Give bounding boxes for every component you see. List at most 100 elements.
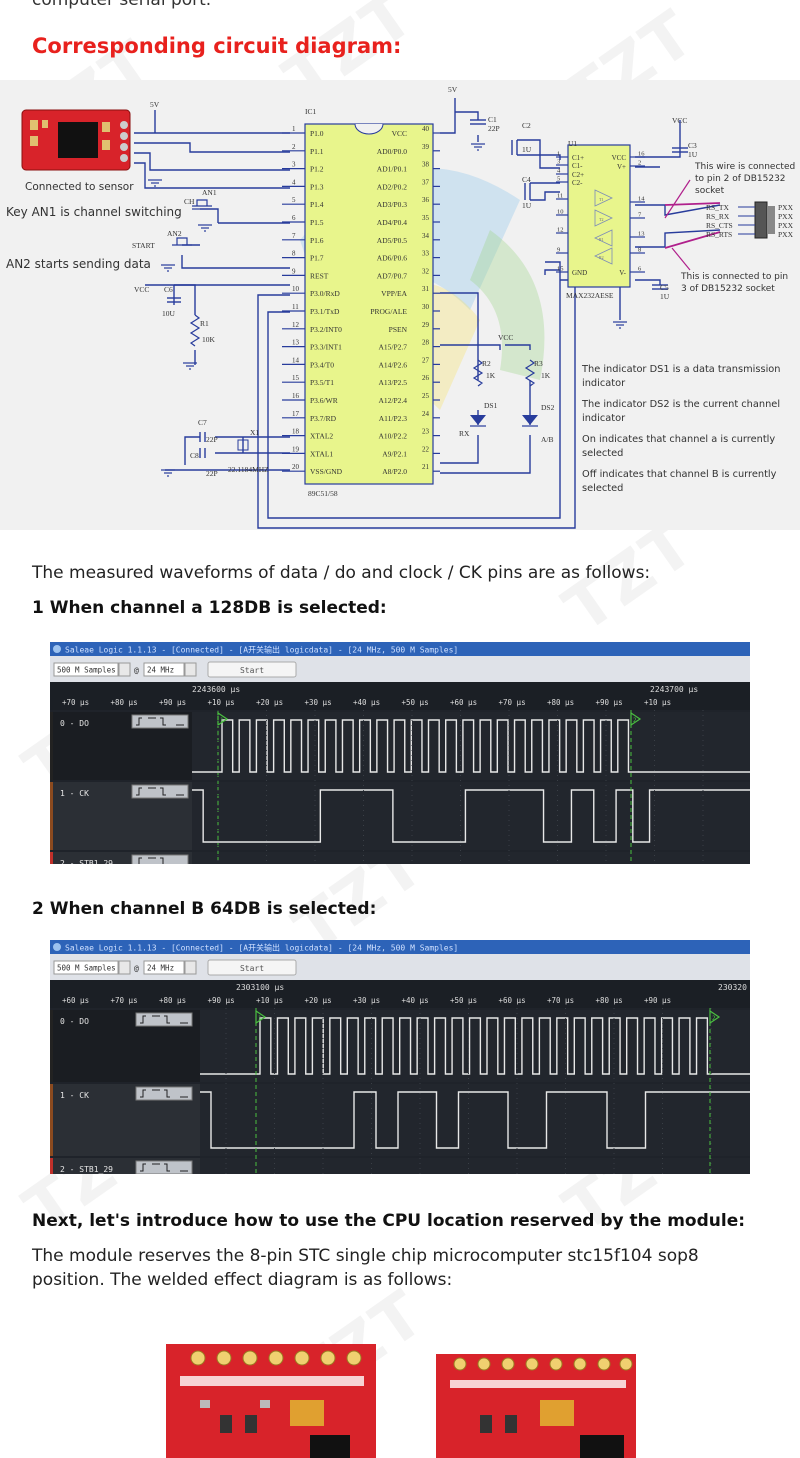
annotation-ds2: The indicator DS2 is the current channel… bbox=[581, 399, 780, 424]
time-tick-label: +60 µs bbox=[450, 698, 477, 707]
rate-value: 24 MHz bbox=[147, 964, 174, 973]
chevron-down-icon[interactable] bbox=[184, 662, 197, 677]
trigger-button-group[interactable] bbox=[135, 1012, 193, 1027]
app-icon bbox=[53, 645, 61, 653]
r3-label: R3 bbox=[534, 359, 543, 368]
ic1-pin-name: P1.7 bbox=[310, 254, 324, 263]
marker-right-time: 2243700 µs bbox=[650, 685, 698, 694]
time-tick-label: +50 µs bbox=[450, 996, 477, 1005]
ic1-pin-name: P3.3/INT1 bbox=[310, 343, 342, 352]
c5-label: C5 bbox=[660, 283, 669, 292]
ic1-pin-number: 11 bbox=[292, 303, 299, 311]
time-tick-label: +10 µs bbox=[644, 698, 671, 707]
rate-value: 24 MHz bbox=[147, 666, 174, 675]
channel-name: 1 - CK bbox=[60, 789, 89, 798]
channel-color-strip bbox=[50, 852, 53, 864]
rs-signal-label: RS_CTS bbox=[706, 221, 733, 230]
ic1-pin-number: 20 bbox=[292, 463, 300, 471]
cursor-flag-icon[interactable] bbox=[255, 1009, 267, 1025]
u1-pin-number: 6 bbox=[638, 266, 642, 273]
samples-select[interactable] bbox=[53, 662, 119, 677]
cursor-flag-icon[interactable] bbox=[217, 711, 229, 727]
start-button[interactable] bbox=[207, 959, 297, 976]
ic1-pin-number: 6 bbox=[292, 214, 296, 222]
rate-select[interactable] bbox=[143, 960, 185, 975]
trigger-button-group[interactable] bbox=[135, 1160, 193, 1174]
x1-label: X1 bbox=[250, 428, 259, 437]
u1-pin-number: 14 bbox=[638, 196, 645, 203]
ic1-pin-name: P3.1/TxD bbox=[310, 307, 340, 316]
trigger-button-group[interactable] bbox=[131, 784, 189, 799]
u1-gate-label: R2 bbox=[599, 255, 604, 260]
ic1-pin-name: A15/P2.7 bbox=[378, 343, 407, 352]
at-symbol: @ bbox=[134, 964, 139, 973]
chevron-down-icon[interactable] bbox=[184, 960, 197, 975]
pxx-label: PXX bbox=[778, 221, 794, 230]
sensor-board-image bbox=[21, 109, 131, 171]
samples-select[interactable] bbox=[53, 960, 119, 975]
trigger-button-group[interactable] bbox=[131, 854, 189, 864]
c8-label: C8 bbox=[190, 451, 199, 460]
start-button[interactable] bbox=[207, 661, 297, 678]
channel-color-strip bbox=[50, 712, 53, 780]
ic1-pin-number: 12 bbox=[292, 321, 300, 329]
ic1-pin-number: 25 bbox=[422, 392, 430, 400]
v5-label: 5V bbox=[150, 100, 160, 109]
time-tick-label: +60 µs bbox=[62, 996, 89, 1005]
at-symbol: @ bbox=[134, 666, 139, 675]
channel-plot-area bbox=[192, 782, 750, 850]
time-tick-label: +80 µs bbox=[596, 996, 623, 1005]
ic1-pin-number: 15 bbox=[292, 374, 300, 382]
board-photo-right bbox=[436, 1354, 636, 1458]
time-ruler bbox=[50, 682, 750, 710]
annotation-off: Off indicates that channel B is currentl… bbox=[582, 469, 777, 494]
ic1-pin-number: 28 bbox=[422, 339, 430, 347]
channel-name: 2 - STB1_29 bbox=[60, 1165, 113, 1174]
annotation-on: On indicates that channel a is currently… bbox=[582, 434, 775, 459]
ic1-pin-name: A12/P2.4 bbox=[378, 396, 407, 405]
ic1-pin-name: A11/P2.3 bbox=[379, 414, 408, 423]
chevron-down-icon[interactable] bbox=[118, 960, 131, 975]
ic1-pin-number: 26 bbox=[422, 374, 430, 382]
heading-channel-a: 1 When channel a 128DB is selected: bbox=[32, 598, 387, 618]
ic1-pin-name: P1.0 bbox=[310, 129, 324, 138]
an2-label: AN2 bbox=[167, 229, 182, 238]
ic1-pin-name: VSS/GND bbox=[310, 467, 343, 476]
time-tick-label: +70 µs bbox=[62, 698, 89, 707]
c1-label: C1 bbox=[488, 115, 497, 124]
cursor-flag-icon[interactable] bbox=[709, 1009, 721, 1025]
ic1-pin-name: P3.6/WR bbox=[310, 396, 338, 405]
ic1-pin-name: A14/P2.6 bbox=[378, 360, 407, 369]
channel-name: 2 - STB1_29 bbox=[60, 859, 113, 864]
time-tick-label: +10 µs bbox=[208, 698, 235, 707]
samples-value: 500 M Samples bbox=[57, 964, 116, 973]
time-tick-label: +10 µs bbox=[256, 996, 283, 1005]
pxx-label: PXX bbox=[778, 230, 794, 239]
r2-label: R2 bbox=[482, 359, 491, 368]
r2-value: 1K bbox=[486, 371, 496, 380]
rate-select[interactable] bbox=[143, 662, 185, 677]
trigger-button-group[interactable] bbox=[135, 1086, 193, 1101]
db9-connector bbox=[754, 201, 775, 239]
time-tick-label: +20 µs bbox=[305, 996, 332, 1005]
ic1-pin-number: 13 bbox=[292, 339, 300, 347]
u1-gate-label: R1 bbox=[599, 237, 604, 242]
channel-plot-area bbox=[192, 852, 750, 864]
c3-label: C3 bbox=[688, 141, 697, 150]
ic1-pin-number: 10 bbox=[292, 285, 300, 293]
ic1-pin-name: AD4/P0.4 bbox=[377, 218, 407, 227]
c7-value: 22P bbox=[206, 435, 218, 444]
c2-label: C2 bbox=[522, 121, 531, 130]
cursor-flag-icon[interactable] bbox=[630, 711, 642, 727]
start-label: START bbox=[132, 241, 155, 250]
ic1-pin-name: P1.6 bbox=[310, 236, 324, 245]
ic1-pin-number: 19 bbox=[292, 445, 300, 453]
chevron-down-icon[interactable] bbox=[118, 662, 131, 677]
ic1-pin-name: AD7/P0.7 bbox=[377, 271, 407, 280]
ic1-model: 89C51/58 bbox=[308, 489, 338, 498]
c4-label: C4 bbox=[522, 175, 531, 184]
trigger-button-group[interactable] bbox=[131, 714, 189, 729]
ic1-pin-number: 22 bbox=[422, 445, 430, 453]
logic-analyzer-screenshot-a: Saleae Logic 1.1.13 - [Connected] - [A开关… bbox=[50, 642, 750, 864]
